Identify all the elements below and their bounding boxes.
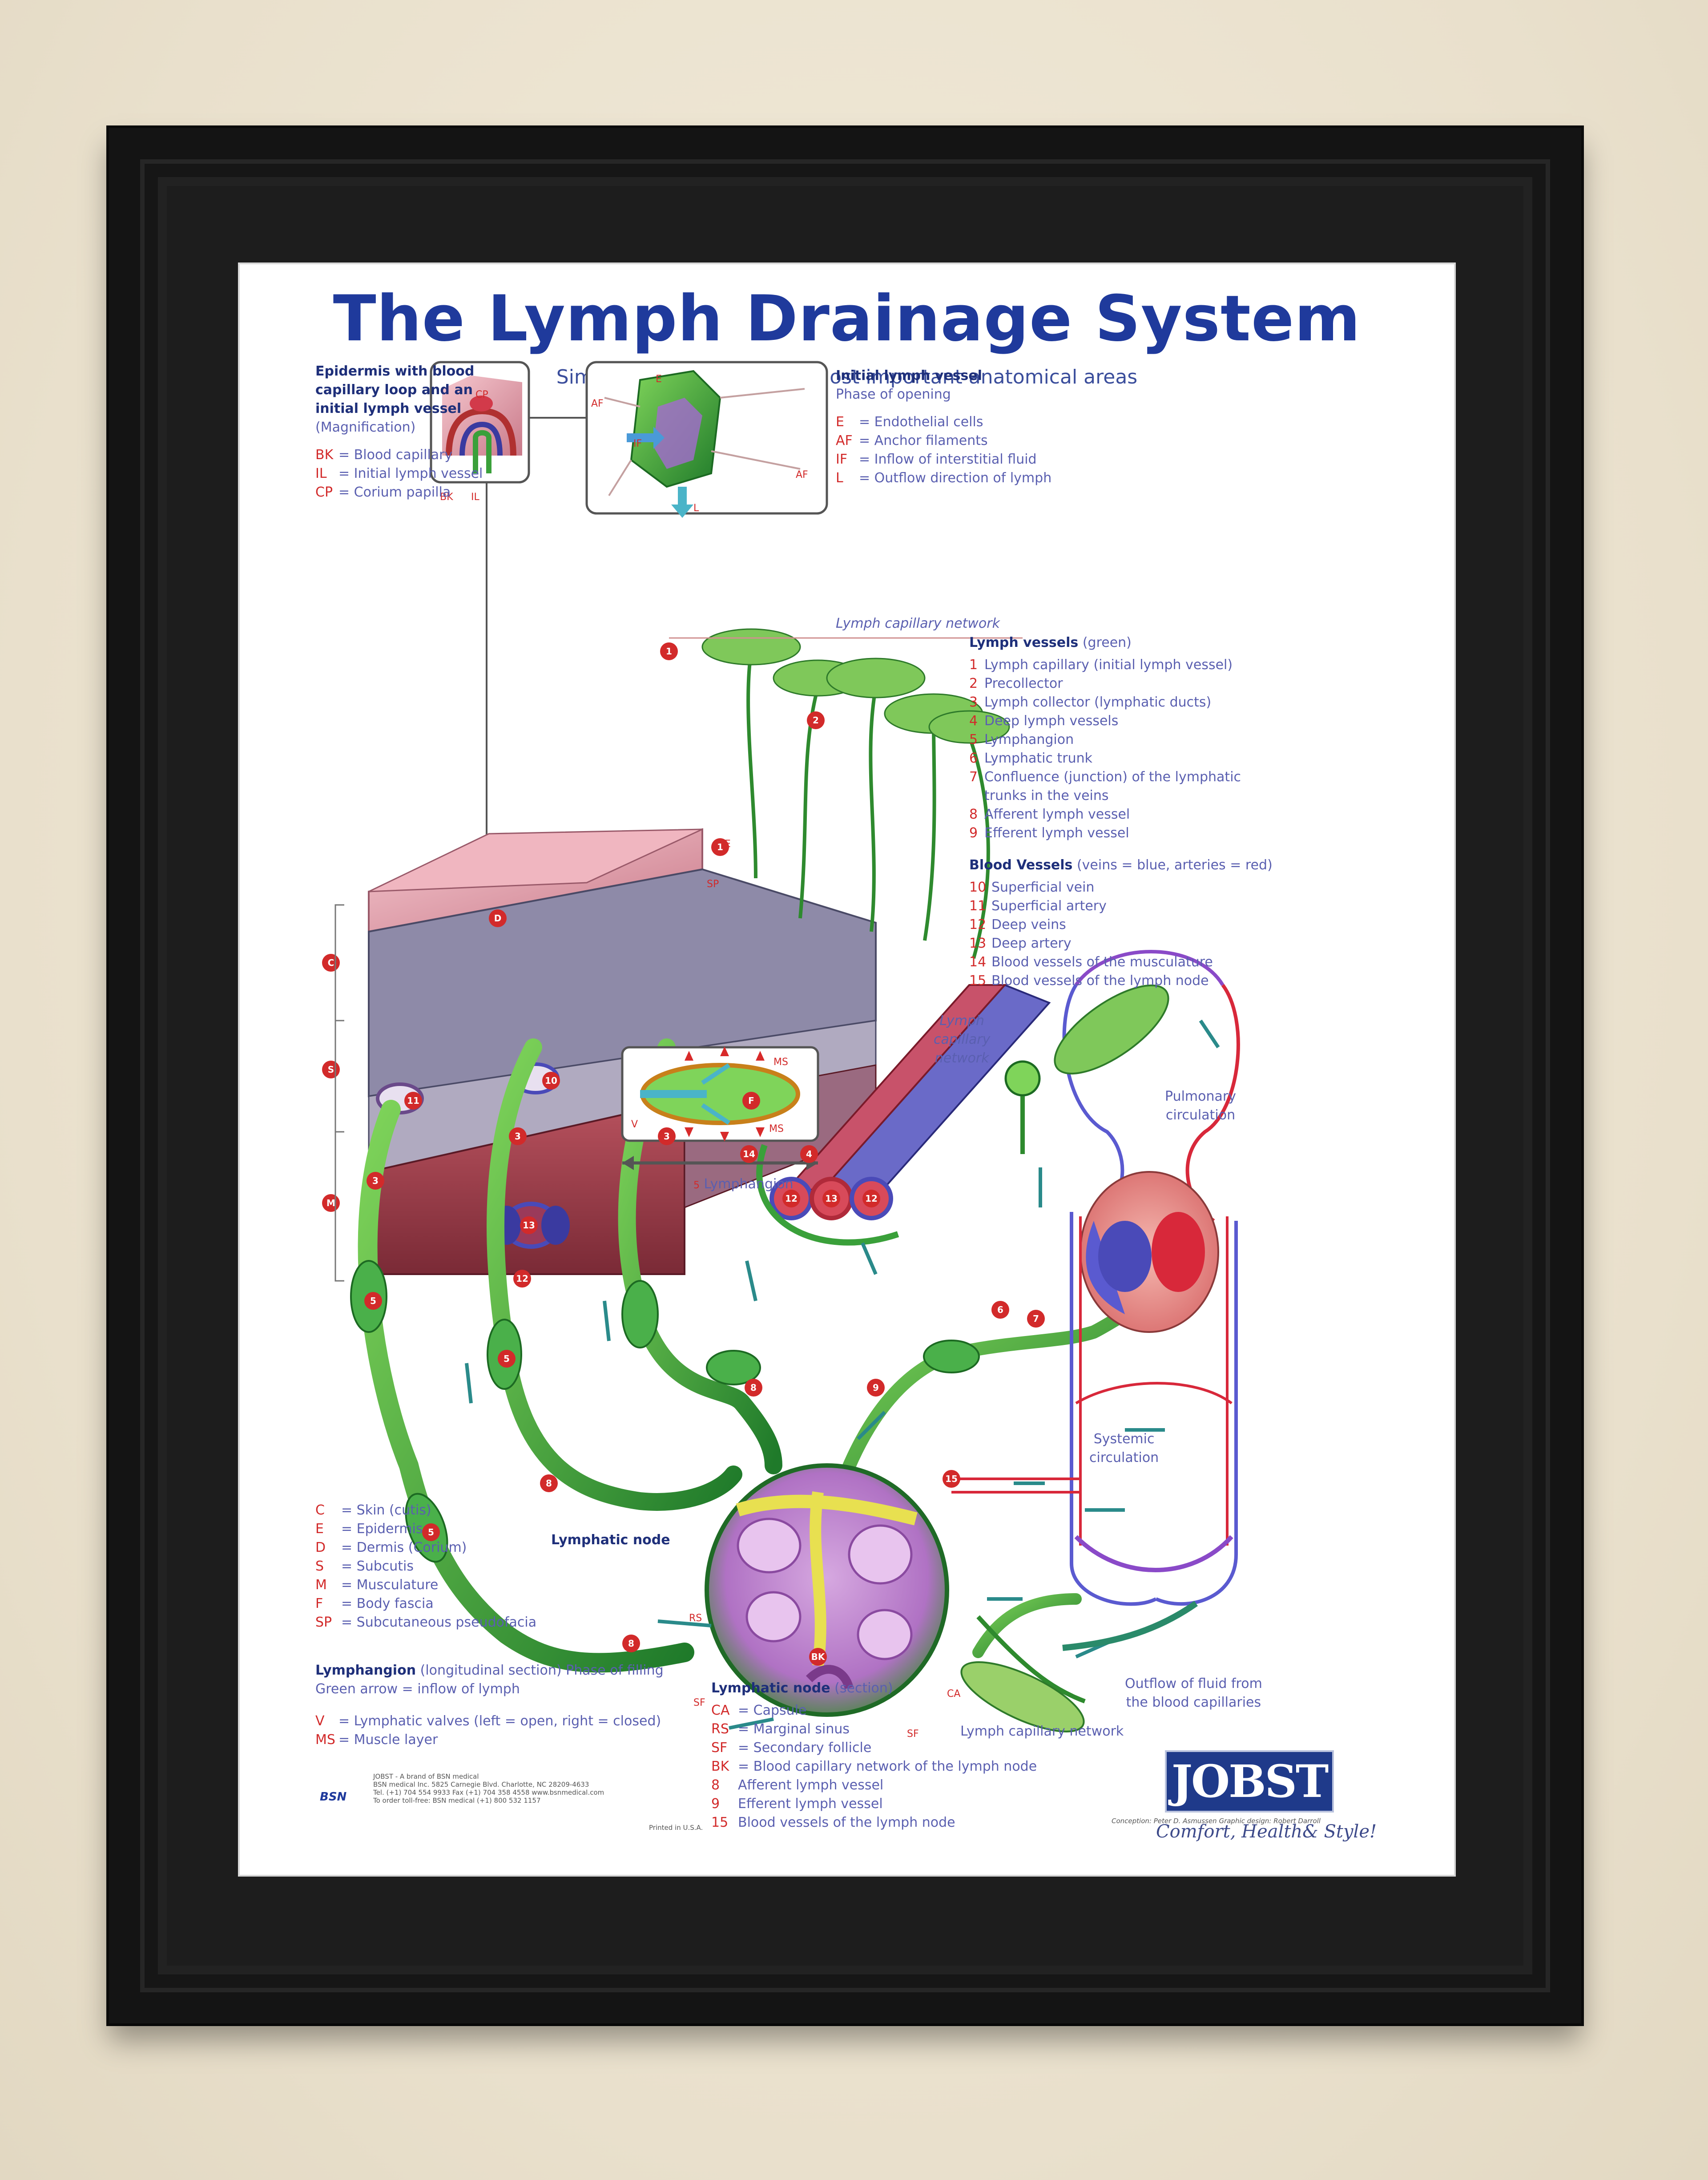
outflow-label: Outflow of fluid from the blood capillar… [1125,1676,1262,1710]
jobst-logo: JOBST [1165,1750,1334,1813]
svg-text:SF: SF [907,1728,919,1740]
initial-vessel-legend: Initial lymph vessel Phase of opening E=… [836,368,1052,486]
svg-text:10: 10 [545,1075,557,1086]
svg-text:1: 1 [666,646,672,657]
blood-vessels-legend: Blood Vessels (veins = blue, arteries = … [969,857,1273,989]
number-markers: 1 1 2 11 10 13 4 12 13 12 14 12 3 3 3 5 … [322,642,1045,1666]
lymphatic-node-legend: Lymphatic node (section) CA= Capsule RS=… [711,1680,1037,1830]
svg-text:1: 1 [717,842,723,852]
bsn-logo: BSN [320,1790,347,1804]
svg-text:AF: AF [591,398,604,409]
svg-text:S: S [328,1064,334,1075]
svg-text:8: 8 [628,1638,634,1649]
svg-text:MS: MS [769,1123,784,1134]
diagram-illustration: 1 1 2 11 10 13 4 12 13 12 14 12 3 3 3 5 … [322,361,1240,1740]
capillary-network-label-top: Lymph capillary network [836,616,1000,631]
brand-tagline: Comfort, Health& Style! [1156,1821,1377,1842]
lymph-node-illustration [705,1463,949,1717]
svg-text:5: 5 [370,1296,376,1306]
svg-text:12: 12 [865,1193,878,1204]
svg-text:14: 14 [743,1149,755,1159]
svg-text:F: F [748,1095,754,1106]
svg-text:E: E [656,374,662,385]
svg-text:3: 3 [372,1175,379,1186]
svg-text:6: 6 [997,1304,1003,1315]
svg-text:C: C [328,957,334,968]
svg-text:13: 13 [825,1193,838,1204]
poster-title: The Lymph Drainage System [333,282,1361,355]
svg-text:IF: IF [633,438,642,449]
svg-text:SF: SF [693,1697,705,1708]
svg-text:CP: CP [475,389,488,400]
svg-text:CA: CA [947,1688,960,1700]
lymphangion-legend: Lymphangion (longitudinal section) Phase… [315,1663,664,1748]
svg-text:BK: BK [811,1651,826,1662]
svg-text:MS: MS [773,1057,788,1068]
svg-text:BK: BK [440,492,453,503]
svg-text:15: 15 [945,1474,958,1484]
lymphangion-label: 5 Lymphangion [693,1176,794,1192]
svg-text:3: 3 [664,1131,670,1142]
svg-text:E: E [725,839,731,850]
svg-text:2: 2 [813,715,819,726]
svg-text:3: 3 [515,1131,521,1142]
svg-text:4: 4 [806,1149,812,1159]
svg-text:5: 5 [428,1527,434,1538]
poster: The Lymph Drainage System Simplified dia… [238,262,1456,1877]
svg-text:AF: AF [796,469,808,480]
epidermis-legend: Epidermis with blood capillary loop and … [315,363,483,500]
credits: Conception: Peter D. Asmussen Graphic de… [1112,1817,1321,1825]
lymphatic-node-label: Lymphatic node [551,1532,670,1548]
footer-small-print: JOBST - A brand of BSN medical BSN medic… [373,1772,604,1805]
svg-text:IL: IL [471,492,479,503]
capillary-network-label-side: Lymph capillary network [934,1013,991,1066]
svg-text:9: 9 [873,1382,879,1393]
heart-circulation [951,950,1240,1606]
tissue-legend: C= Skin (cutis) E= Epidermis D= Dermis (… [315,1502,537,1630]
systemic-label: Systemic circulation [1089,1431,1159,1465]
svg-text:13: 13 [523,1220,535,1231]
svg-text:12: 12 [785,1193,798,1204]
printed-in: Printed in U.S.A. [649,1824,703,1832]
pulmonary-label: Pulmonary circulation [1165,1089,1236,1123]
svg-text:RS: RS [689,1613,702,1624]
svg-text:5: 5 [504,1353,510,1364]
capillary-network-label-bottom: Lymph capillary network [960,1724,1124,1739]
svg-text:SP: SP [707,879,719,890]
svg-text:L: L [693,503,699,514]
svg-text:11: 11 [407,1095,419,1106]
svg-text:7: 7 [1033,1313,1039,1324]
svg-text:D: D [494,913,502,924]
svg-text:V: V [631,1119,638,1130]
svg-text:8: 8 [546,1478,552,1489]
svg-text:12: 12 [516,1273,528,1284]
svg-text:8: 8 [750,1382,757,1393]
svg-text:M: M [326,1198,335,1208]
